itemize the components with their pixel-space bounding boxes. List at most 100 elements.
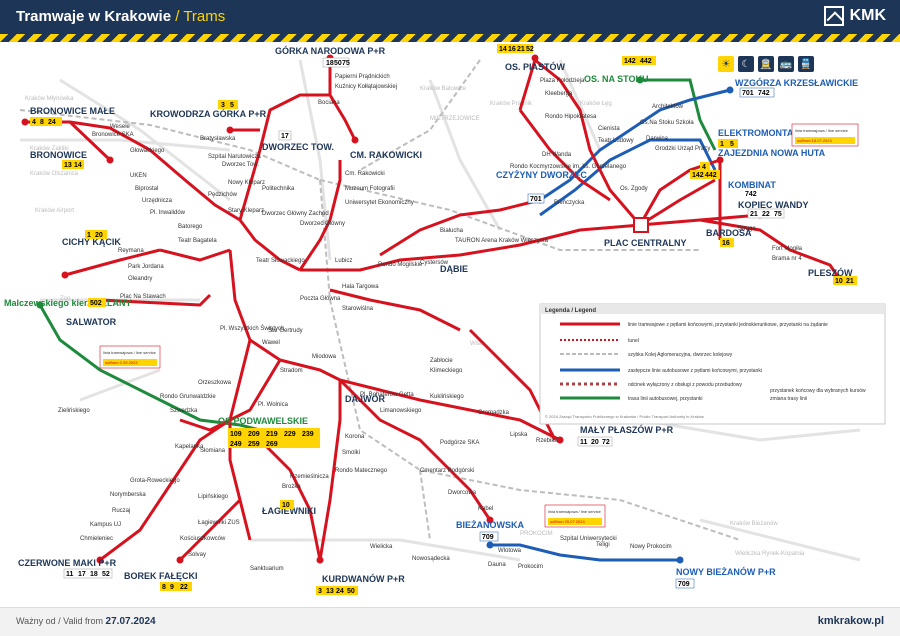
svg-text:Teatr Bagatela: Teatr Bagatela (178, 238, 217, 244)
svg-text:50: 50 (334, 60, 342, 67)
svg-text:BRONOWICE MAŁE: BRONOWICE MAŁE (30, 106, 115, 116)
svg-text:od/from 15.07.2023: od/from 15.07.2023 (797, 138, 832, 143)
svg-text:Św. Gertrudy: Św. Gertrudy (268, 326, 303, 334)
svg-text:75: 75 (342, 60, 350, 67)
svg-text:CM. RAKOWICKI: CM. RAKOWICKI (350, 150, 422, 160)
svg-text:Stradom: Stradom (280, 368, 303, 374)
svg-text:Pl. Wolnica: Pl. Wolnica (258, 402, 289, 408)
svg-text:5: 5 (730, 141, 734, 148)
svg-text:20: 20 (95, 232, 103, 239)
svg-text:KOMBINAT: KOMBINAT (728, 180, 776, 190)
terminus-dots (21, 54, 844, 564)
line-tiles: 18 50 75 14 16 21 52 142 442 701 742 4 8… (30, 44, 857, 595)
svg-text:BOREK FAŁĘCKI: BOREK FAŁĘCKI (124, 571, 198, 581)
svg-text:Pl. Wszystkich Świętych: Pl. Wszystkich Świętych (220, 324, 284, 332)
svg-text:KOPIEC WANDY: KOPIEC WANDY (738, 200, 809, 210)
svg-text:DĄBIE: DĄBIE (440, 264, 468, 274)
svg-text:Lubicz: Lubicz (335, 258, 352, 264)
svg-text:odcinek wyłączony z obsługi z: odcinek wyłączony z obsługi z powodu prz… (628, 382, 742, 388)
svg-text:Wisła: Wisła (470, 341, 485, 347)
svg-text:Pędzichów: Pędzichów (208, 192, 238, 198)
svg-text:13: 13 (64, 162, 72, 169)
svg-text:Struga: Struga (738, 226, 756, 232)
svg-text:Kraków Zakliki: Kraków Zakliki (30, 146, 69, 152)
svg-text:Rondo Matecznego: Rondo Matecznego (335, 468, 388, 474)
svg-text:Malczewskiego kier. BIELANY: Malczewskiego kier. BIELANY (4, 298, 132, 308)
svg-text:Park Jordana: Park Jordana (128, 264, 164, 270)
svg-text:Rzebika: Rzebika (536, 438, 558, 444)
kmk-logo[interactable]: KMK (823, 6, 886, 26)
svg-text:Fort Mogiła: Fort Mogiła (772, 246, 803, 252)
svg-text:Muzeum Fotografii: Muzeum Fotografii (345, 186, 395, 192)
svg-text:linia tramwajowa / line servic: linia tramwajowa / line service (795, 128, 849, 133)
svg-text:Kampus UJ: Kampus UJ (90, 522, 121, 528)
svg-text:Rzemieślnicza: Rzemieślnicza (290, 474, 329, 480)
svg-text:PLAC CENTRALNY: PLAC CENTRALNY (604, 238, 687, 248)
svg-text:Wieliczka Rynek-Kopalnia: Wieliczka Rynek-Kopalnia (735, 551, 805, 557)
svg-text:Nowosądecka: Nowosądecka (412, 556, 450, 562)
svg-text:Szpital Uniwersytecki: Szpital Uniwersytecki (560, 536, 617, 542)
railway-lines (19, 59, 741, 541)
svg-text:ŁAGIEWNIKI: ŁAGIEWNIKI (262, 506, 316, 516)
svg-text:Kleeberga: Kleeberga (545, 91, 573, 97)
svg-text:269: 269 (266, 441, 278, 448)
svg-text:Orzeszkowa: Orzeszkowa (198, 380, 232, 386)
svg-text:Plac Na Stawach: Plac Na Stawach (120, 294, 166, 300)
svg-text:Grodzki Urząd Pracy: Grodzki Urząd Pracy (655, 146, 710, 152)
svg-text:442: 442 (640, 58, 652, 65)
svg-text:Dworcowa: Dworcowa (448, 490, 477, 496)
svg-text:Rondo Grunwaldzkie: Rondo Grunwaldzkie (160, 394, 216, 400)
svg-text:Sanktuarium: Sanktuarium (250, 566, 284, 572)
header: Tramwaje w Krakowie / Trams KMK (0, 0, 900, 34)
svg-text:14: 14 (499, 46, 507, 53)
svg-text:Legenda / Legend: Legenda / Legend (545, 308, 596, 314)
svg-text:Solvay: Solvay (188, 552, 206, 558)
svg-text:13: 13 (326, 588, 334, 595)
svg-text:11: 11 (580, 439, 588, 446)
svg-text:701: 701 (742, 90, 754, 97)
svg-text:Rondo Kocmyrzowskie im. ks. Go: Rondo Kocmyrzowskie im. ks. Gorzelanego (510, 164, 627, 170)
svg-text:Rondo Mogilskie: Rondo Mogilskie (378, 262, 423, 268)
svg-text:od/from 20.07.2024: od/from 20.07.2024 (550, 519, 585, 524)
svg-text:Plaza Kołodzieja: Plaza Kołodzieja (540, 78, 585, 84)
svg-text:Kraków Łęg: Kraków Łęg (580, 101, 612, 107)
svg-text:Teligi: Teligi (596, 542, 610, 548)
svg-text:10: 10 (835, 278, 843, 285)
svg-text:Cmentarz Podgórski: Cmentarz Podgórski (420, 468, 474, 474)
stop-labels: Papierni Prądnickich Kuźnicy Kołłątajows… (58, 74, 803, 572)
svg-text:Poczta Główna: Poczta Główna (300, 296, 341, 302)
svg-text:Batorego: Batorego (178, 224, 203, 230)
svg-text:BARDOSA: BARDOSA (706, 228, 752, 238)
website-link[interactable]: kmkrakow.pl (817, 615, 884, 627)
svg-text:Szpital Narutowicza: Szpital Narutowicza (208, 154, 261, 160)
svg-text:1: 1 (87, 232, 91, 239)
svg-text:21: 21 (517, 46, 525, 53)
svg-text:od/from 2.09.2023: od/from 2.09.2023 (105, 360, 138, 365)
header-stripe (0, 34, 900, 42)
svg-text:Wielicka: Wielicka (370, 544, 393, 550)
svg-text:OS. NA STOKU: OS. NA STOKU (584, 74, 649, 84)
mode-icons: ☀ ☾ 🚊 🚌 🚆 (718, 56, 814, 72)
svg-text:Cystersów: Cystersów (420, 260, 449, 266)
svg-text:142: 142 (624, 58, 636, 65)
svg-text:Bronowice SKA: Bronowice SKA (92, 132, 134, 138)
svg-text:Reymana: Reymana (118, 248, 144, 254)
svg-text:Brama nr 4: Brama nr 4 (772, 256, 802, 262)
svg-text:Brożka: Brożka (282, 484, 301, 490)
svg-text:Os.Na Stoku Szkoła: Os.Na Stoku Szkoła (640, 120, 694, 126)
svg-text:Klimeckiego: Klimeckiego (430, 368, 463, 374)
svg-text:Nowy Kleparz: Nowy Kleparz (228, 180, 265, 186)
svg-text:Norymberska: Norymberska (110, 492, 146, 498)
svg-text:259: 259 (248, 441, 260, 448)
svg-text:Chmieleniec: Chmieleniec (80, 536, 113, 542)
svg-text:8: 8 (40, 119, 44, 126)
tram-network-map[interactable]: Kraków Młynówka Kraków Zakliki Kraków Ol… (0, 42, 900, 608)
svg-text:239: 239 (302, 431, 314, 438)
train-icon: 🚆 (798, 56, 814, 72)
svg-text:linia tramwajowa / line servic: linia tramwajowa / line service (103, 350, 157, 355)
svg-text:50: 50 (347, 588, 355, 595)
svg-text:701: 701 (530, 196, 542, 203)
svg-text:1: 1 (720, 141, 724, 148)
svg-text:142: 142 (692, 172, 704, 179)
